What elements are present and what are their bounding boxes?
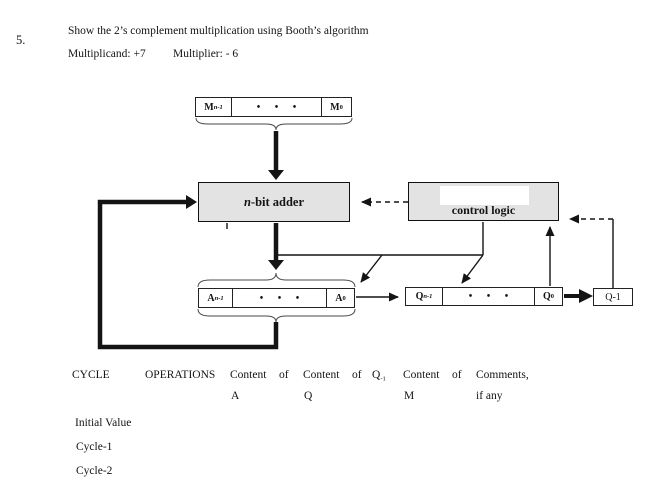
- q-register-dots: • • •: [468, 291, 515, 302]
- shift-control-arrow-to-a: [360, 254, 383, 283]
- table-row-initial-value: Initial Value: [75, 417, 132, 429]
- table-header-of-a-word: of: [279, 369, 289, 381]
- a-high-subscript: n-1: [214, 294, 224, 302]
- table-header-m: M: [404, 390, 415, 402]
- adder-label-rest: -bit adder: [250, 194, 305, 209]
- q-high-label: Q: [415, 291, 424, 302]
- a-register-dots: • • •: [259, 292, 306, 304]
- multiplier-value: Multiplier: - 6: [173, 48, 239, 60]
- table-header-operations: OPERATIONS: [145, 369, 216, 381]
- table-header-of-m-word: of: [452, 369, 462, 381]
- table-header-if-any: if any: [476, 390, 503, 402]
- m-high-subscript: n-1: [213, 103, 223, 111]
- a-register-brace-top: [197, 272, 356, 288]
- m-low-subscript: 0: [339, 103, 343, 111]
- question-number: 5.: [16, 33, 26, 47]
- adder-to-a-arrow: [268, 223, 284, 270]
- a-high-label: A: [207, 292, 215, 304]
- table-header-content-a-word: Content: [230, 369, 267, 381]
- q-high-subscript: n-1: [423, 293, 433, 300]
- control-logic-blank-patch: [440, 186, 529, 205]
- table-header-q-minus1: Q-1: [372, 369, 386, 383]
- table-row-cycle-1: Cycle-1: [76, 441, 113, 453]
- q-low-label: Q: [542, 291, 551, 302]
- adder-label-n: n: [243, 194, 251, 209]
- table-header-a: A: [231, 390, 240, 402]
- q-low-subscript: 0: [550, 293, 555, 300]
- q-minus-1-box: Q-1: [593, 288, 633, 306]
- control-logic-label: control logic: [451, 203, 516, 217]
- q-minus1-subscript: -1: [380, 375, 386, 383]
- n-bit-adder-box: n-bit adder: [198, 182, 350, 222]
- m-low-label: M: [330, 101, 340, 113]
- table-header-cycle: CYCLE: [72, 369, 110, 381]
- control-logic-box: control logic: [408, 182, 559, 221]
- table-header-content-m-word: Content: [403, 369, 440, 381]
- adder-output-bus-line: [276, 222, 484, 256]
- a-register-brace-bottom: [197, 308, 356, 323]
- q-minus1-base: Q: [372, 369, 381, 381]
- table-header-comments: Comments,: [476, 369, 529, 381]
- m-register-dots: • • •: [256, 101, 303, 113]
- q0-to-qminus1-arrow: [564, 289, 593, 303]
- m-register-brace: [195, 117, 353, 131]
- table-header-content-q-word: Content: [303, 369, 340, 381]
- table-header-of-q-word: of: [352, 369, 362, 381]
- m-to-adder-arrow: [268, 131, 284, 180]
- m-high-label: M: [204, 101, 214, 113]
- shift-control-arrow-to-q: [461, 254, 484, 284]
- a-low-subscript: 0: [342, 294, 346, 302]
- multiplicand-value: Multiplicand: +7: [68, 48, 146, 60]
- a-feedback-to-adder-arrow: [97, 195, 279, 350]
- a-low-label: A: [335, 292, 343, 304]
- table-row-cycle-2: Cycle-2: [76, 465, 113, 477]
- question-prompt: Show the 2’s complement multiplication u…: [68, 25, 369, 37]
- table-header-q: Q: [304, 390, 313, 402]
